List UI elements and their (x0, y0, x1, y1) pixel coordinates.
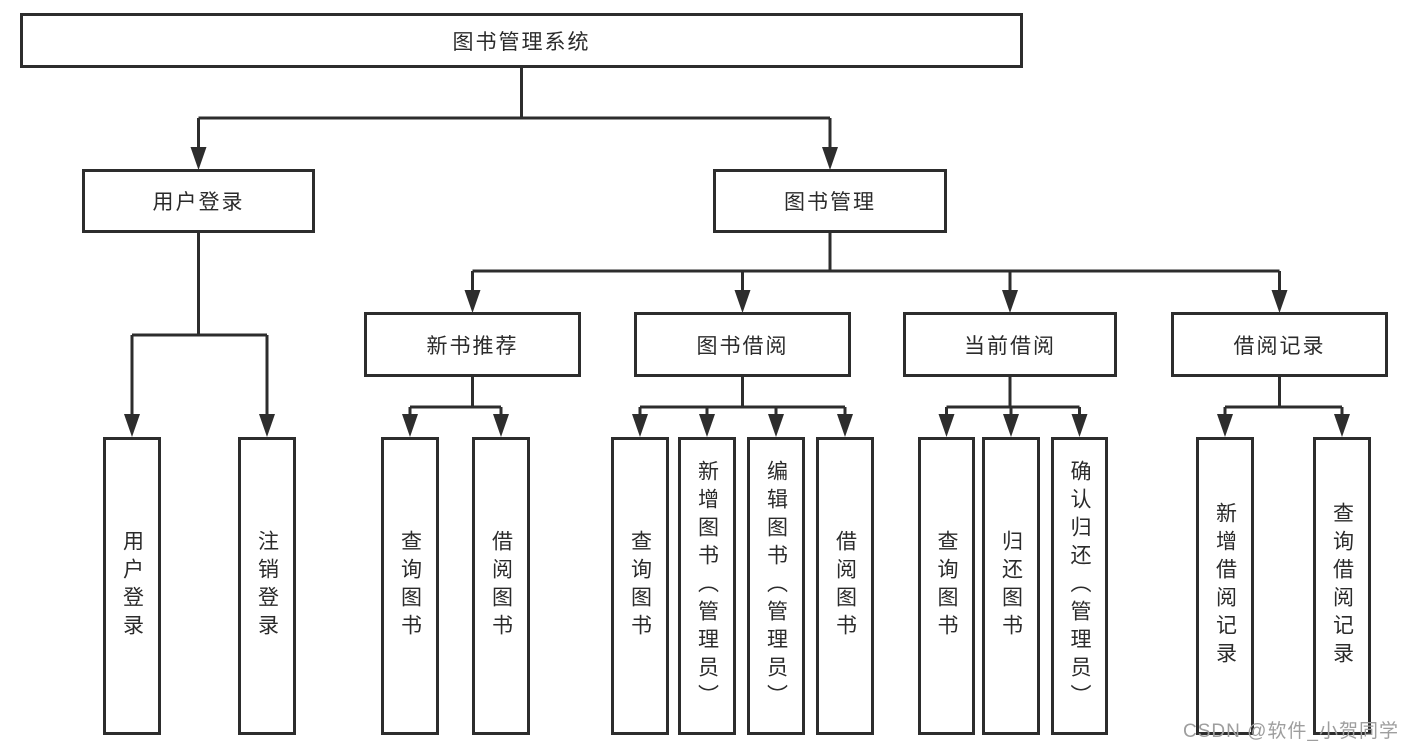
leaf-query-borrow-record: 查询借阅记录 (1313, 437, 1371, 735)
node-new-book-recommend: 新书推荐 (364, 312, 581, 377)
leaf-borrow-book-label: 借阅图书 (833, 530, 857, 642)
leaf-borrow-book: 借阅图书 (816, 437, 874, 735)
leaf-add-book-admin-label: 新增图书（管理员） (695, 460, 719, 712)
leaf-edit-book-admin-label: 编辑图书（管理员） (764, 460, 788, 712)
leaf-add-borrow-record-label: 新增借阅记录 (1213, 502, 1237, 670)
connector-userlogin-to-leaves (124, 233, 275, 437)
node-current-borrow-label: 当前借阅 (964, 334, 1056, 358)
node-user-login: 用户登录 (82, 169, 315, 233)
leaf-user-login: 用户登录 (103, 437, 161, 735)
leaf-query-book-borrow-label: 查询图书 (628, 530, 652, 642)
leaf-confirm-return-admin: 确认归还（管理员） (1051, 437, 1108, 735)
leaf-query-borrow-record-label: 查询借阅记录 (1330, 502, 1354, 670)
node-new-book-recommend-label: 新书推荐 (426, 334, 519, 358)
leaf-user-login-label: 用户登录 (120, 530, 144, 642)
leaf-add-book-admin: 新增图书（管理员） (678, 437, 736, 735)
leaf-logout: 注销登录 (238, 437, 296, 735)
leaf-edit-book-admin: 编辑图书（管理员） (747, 437, 805, 735)
csdn-watermark: CSDN @软件_小贺同学 (1183, 721, 1399, 742)
leaf-return-book-label: 归还图书 (999, 530, 1023, 642)
leaf-borrow-book-recommend: 借阅图书 (472, 437, 530, 735)
node-borrow-records: 借阅记录 (1171, 312, 1388, 377)
leaf-query-book-recommend-label: 查询图书 (398, 530, 422, 642)
node-book-management-label: 图书管理 (784, 191, 876, 214)
node-borrow-records-label: 借阅记录 (1233, 334, 1326, 358)
leaf-logout-label: 注销登录 (255, 530, 279, 642)
node-book-management: 图书管理 (713, 169, 947, 233)
leaf-query-book-borrow: 查询图书 (611, 437, 669, 735)
leaf-query-book-current: 查询图书 (918, 437, 975, 735)
node-root-system-label: 图书管理系统 (452, 30, 591, 54)
node-user-login-label: 用户登录 (152, 191, 245, 214)
connector-currentborrow-to-leaves (938, 377, 1088, 437)
node-root-system: 图书管理系统 (20, 13, 1023, 68)
node-current-borrow: 当前借阅 (903, 312, 1117, 377)
leaf-add-borrow-record: 新增借阅记录 (1196, 437, 1254, 735)
leaf-return-book: 归还图书 (982, 437, 1040, 735)
node-book-borrow: 图书借阅 (634, 312, 851, 377)
leaf-confirm-return-admin-label: 确认归还（管理员） (1068, 460, 1091, 712)
leaf-query-book-recommend: 查询图书 (381, 437, 439, 735)
connector-root-to-level2 (190, 68, 838, 170)
leaf-borrow-book-recommend-label: 借阅图书 (489, 530, 513, 642)
node-book-borrow-label: 图书借阅 (696, 334, 789, 358)
leaf-query-book-current-label: 查询图书 (935, 530, 958, 642)
connector-bookmgmt-to-level3 (464, 233, 1288, 313)
connector-bookborrow-to-leaves (632, 377, 853, 437)
connector-newbook-to-leaves (402, 377, 509, 437)
connector-records-to-leaves (1217, 377, 1350, 437)
